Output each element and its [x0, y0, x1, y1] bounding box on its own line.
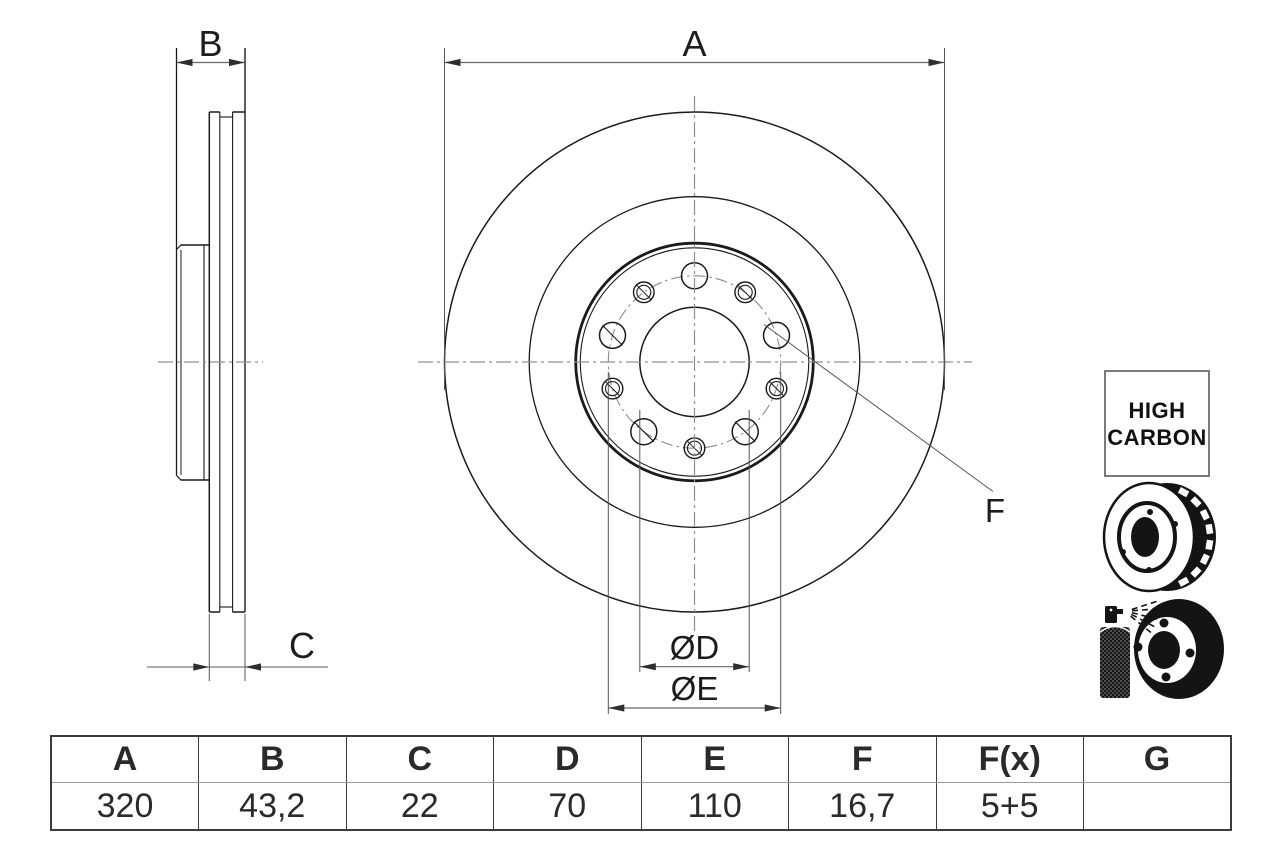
dimension-table: A B C D E F F(x) G 320 43,2 22 70 110 16…	[50, 735, 1232, 831]
value-g	[1084, 783, 1232, 831]
dimension-b: B	[176, 23, 245, 67]
table-header-row: A B C D E F F(x) G	[51, 736, 1231, 783]
value-fx: 5+5	[936, 782, 1084, 830]
dim-e-label: ØE	[671, 670, 719, 707]
front-view-centerlines	[418, 96, 972, 634]
header-c: C	[346, 736, 494, 783]
dimension-d: ØD	[639, 410, 750, 672]
table-value-row: 320 43,2 22 70 110 16,7 5+5	[51, 782, 1232, 831]
value-b: 43,2	[198, 782, 347, 830]
header-f: F	[788, 736, 937, 783]
value-c: 22	[346, 782, 494, 830]
dimension-c: C	[147, 614, 328, 681]
side-view-section	[175, 48, 246, 613]
dim-b-label: B	[198, 23, 222, 64]
value-d: 70	[493, 782, 642, 830]
dimension-f: F	[763, 324, 1005, 529]
header-g: G	[1083, 736, 1231, 783]
dimension-e: ØE	[607, 372, 782, 714]
dim-a-label: A	[682, 23, 706, 64]
badge-line-1: HIGH	[1128, 397, 1186, 423]
high-carbon-badge: HIGH CARBON	[1104, 370, 1210, 477]
dim-d-label: ØD	[670, 629, 720, 666]
header-b: B	[198, 736, 347, 783]
badge-line-2: CARBON	[1107, 424, 1207, 450]
dimension-a: A	[444, 23, 945, 390]
value-e: 110	[641, 782, 789, 830]
vented-disc-icon	[1102, 481, 1216, 593]
value-a: 320	[51, 782, 199, 830]
dim-f-label: F	[985, 492, 1005, 529]
value-f: 16,7	[788, 782, 937, 830]
header-a: A	[51, 736, 199, 783]
dim-c-label: C	[289, 625, 315, 666]
header-d: D	[493, 736, 642, 783]
header-fx: F(x)	[936, 736, 1084, 783]
header-e: E	[641, 736, 789, 783]
spray-coating-icon	[1099, 599, 1224, 699]
